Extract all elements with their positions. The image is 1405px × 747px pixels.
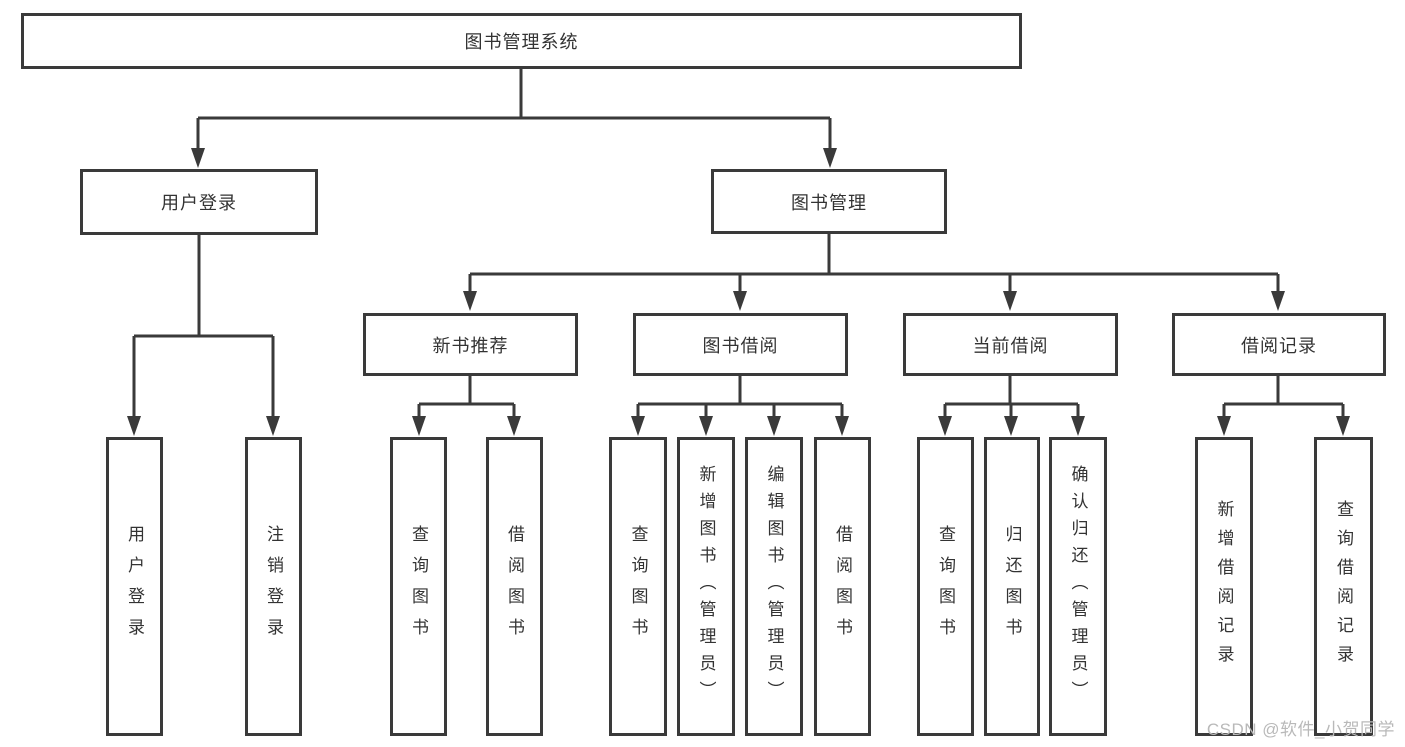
leaf-logout-login: 注销登录 — [245, 437, 302, 736]
leaf-label: 查询借阅记录 — [1334, 499, 1353, 674]
watermark: CSDN @软件_小贺同学 — [1206, 720, 1395, 739]
arrowhead-icons — [127, 148, 1350, 436]
leaf-label: 确认归还（管理员） — [1068, 465, 1088, 708]
leaf-query-borrow-record: 查询借阅记录 — [1314, 437, 1373, 736]
leaf-borrow-books-2: 借阅图书 — [814, 437, 871, 736]
leaf-label: 查询图书 — [409, 524, 428, 649]
leaf-add-borrow-record: 新增借阅记录 — [1195, 437, 1253, 736]
leaf-query-books-2: 查询图书 — [609, 437, 667, 736]
leaf-label: 借阅图书 — [505, 524, 524, 649]
leaf-label: 编辑图书（管理员） — [764, 465, 784, 708]
leaf-return-books: 归还图书 — [984, 437, 1040, 736]
leaf-borrow-books-1: 借阅图书 — [486, 437, 543, 736]
leaf-label: 查询图书 — [628, 524, 648, 649]
leaf-label: 查询图书 — [936, 524, 955, 649]
leaf-user-login: 用户登录 — [106, 437, 163, 736]
node-borrow-records: 借阅记录 — [1172, 313, 1386, 376]
leaf-label: 新增图书（管理员） — [696, 465, 716, 708]
leaf-edit-books-admin: 编辑图书（管理员） — [745, 437, 803, 736]
node-book-borrow: 图书借阅 — [633, 313, 848, 376]
connector-paths — [132, 68, 1345, 419]
leaf-label: 新增借阅记录 — [1214, 499, 1234, 674]
node-current-borrow: 当前借阅 — [903, 313, 1118, 376]
leaf-label: 注销登录 — [264, 524, 283, 649]
leaf-add-books-admin: 新增图书（管理员） — [677, 437, 735, 736]
leaf-label: 借阅图书 — [833, 524, 852, 649]
node-book-management-system: 图书管理系统 — [21, 13, 1022, 69]
leaf-query-books-3: 查询图书 — [917, 437, 974, 736]
node-new-book-recommend: 新书推荐 — [363, 313, 578, 376]
node-user-login: 用户登录 — [80, 169, 318, 235]
leaf-confirm-return-admin: 确认归还（管理员） — [1049, 437, 1107, 736]
leaf-label: 用户登录 — [125, 524, 144, 649]
node-book-management: 图书管理 — [711, 169, 947, 234]
leaf-label: 归还图书 — [1002, 524, 1022, 649]
leaf-query-books-1: 查询图书 — [390, 437, 447, 736]
